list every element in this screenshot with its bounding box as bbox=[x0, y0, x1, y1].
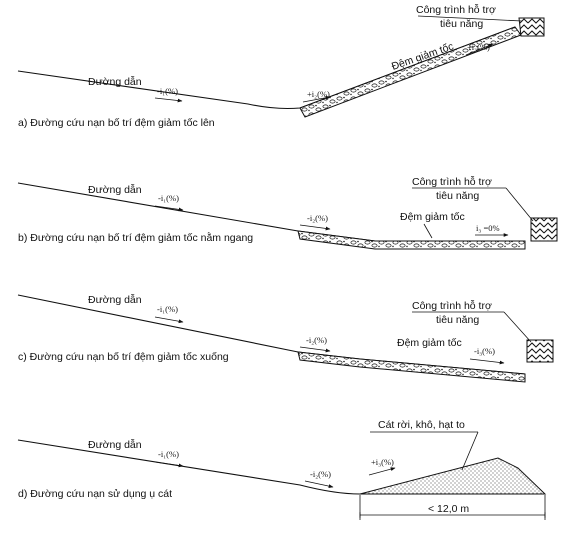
support-label-line1: Công trình hỗ trợ bbox=[412, 299, 492, 312]
grade-2-arrow bbox=[302, 95, 331, 103]
sand-label: Cát rời, khô, hạt to bbox=[378, 419, 465, 431]
sand-leader-line-2 bbox=[461, 431, 479, 471]
road-label: Đường dẫn bbox=[88, 75, 142, 88]
grade-2-arrow bbox=[299, 346, 331, 353]
grade-3-label: i₃ =0% bbox=[476, 223, 500, 233]
support-structure bbox=[518, 17, 545, 37]
panel-caption: a) Đường cứu nạn bố trí đệm giảm tốc lên bbox=[18, 117, 215, 129]
grade-1-arrow bbox=[154, 205, 184, 212]
grade-1-label: -i₁(%) bbox=[157, 86, 178, 96]
grade-1-label: -i₁(%) bbox=[158, 449, 179, 459]
grade-2-label: -i₂(%) bbox=[310, 469, 331, 479]
support-label-line2: tiêu năng bbox=[440, 18, 483, 30]
grade-2-label: -i₂(%) bbox=[306, 335, 327, 345]
arrester-bed bbox=[297, 351, 526, 383]
support-structure bbox=[530, 217, 558, 242]
support-label-line2: tiêu năng bbox=[436, 190, 479, 202]
grade-1-arrow bbox=[154, 97, 183, 103]
grade-1-arrow bbox=[154, 461, 184, 468]
grade-1-arrow bbox=[154, 316, 184, 324]
support-label-line2: tiêu năng bbox=[436, 314, 479, 326]
grade-1-label: -i₁(%) bbox=[158, 193, 179, 203]
grade-2-arrow bbox=[299, 224, 331, 231]
panel-b: Công trình hỗ trợ tiêu năng Đường dẫn -i… bbox=[17, 175, 558, 250]
grade-2-label: +i₂(%) bbox=[307, 89, 330, 99]
arrester-bed bbox=[297, 230, 526, 250]
grade-3-arrow bbox=[465, 43, 494, 56]
support-leader-line bbox=[417, 15, 523, 22]
panel-caption: c) Đường cứu nạn bố trí đệm giảm tốc xuố… bbox=[18, 351, 229, 363]
grade-2-arrow bbox=[304, 480, 334, 488]
grade-1-label: -i₁(%) bbox=[157, 304, 178, 314]
grade-3-arrow bbox=[368, 467, 396, 476]
support-label-line1: Công trình hỗ trợ bbox=[416, 3, 496, 16]
road-label: Đường dẫn bbox=[88, 438, 142, 451]
road-label: Đường dẫn bbox=[88, 183, 142, 196]
bed-label: Đệm giảm tốc bbox=[397, 337, 462, 349]
arrester-bed bbox=[299, 26, 522, 118]
panel-caption: d) Đường cứu nạn sử dụng ụ cát bbox=[18, 488, 172, 500]
bed-label: Đệm giảm tốc bbox=[400, 211, 465, 223]
support-leader-line-2 bbox=[505, 187, 534, 222]
grade-2-label: -i₂(%) bbox=[307, 213, 328, 223]
panel-caption: b) Đường cứu nạn bố trí đệm giảm tốc nằm… bbox=[18, 231, 253, 244]
grade-3-label: +i₃(%) bbox=[467, 42, 490, 52]
bed-leader-line bbox=[423, 223, 433, 239]
grade-3-label: +i₃(%) bbox=[371, 457, 394, 467]
support-structure bbox=[526, 339, 554, 363]
panel-c: Công trình hỗ trợ tiêu năng Đường dẫn -i… bbox=[17, 293, 554, 383]
panel-a: Công trình hỗ trợ tiêu năng Đường dẫn -i… bbox=[17, 3, 545, 129]
dimension-label: < 12,0 m bbox=[428, 503, 469, 515]
support-label-line1: Công trình hỗ trợ bbox=[412, 175, 492, 188]
grade-3-arrow bbox=[469, 358, 505, 365]
grade-3-label: -i₃(%) bbox=[474, 346, 495, 356]
road-label: Đường dẫn bbox=[88, 293, 142, 306]
support-leader-line-2 bbox=[503, 311, 532, 343]
road-line bbox=[17, 26, 516, 110]
sand-pile bbox=[359, 457, 547, 495]
panel-d: Cát rời, khô, hạt to Đường dẫn -i₁(%) -i… bbox=[17, 419, 547, 520]
